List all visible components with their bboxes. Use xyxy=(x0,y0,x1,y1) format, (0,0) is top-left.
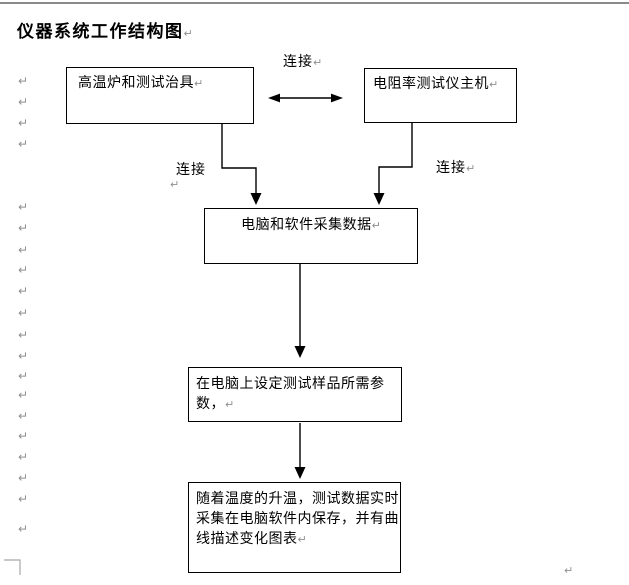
paragraph-mark-icon: ↵ xyxy=(18,369,29,383)
paragraph-mark-icon: ↵ xyxy=(194,77,204,90)
flow-box-params-text: 在电脑上设定测试样品所需参 数， xyxy=(196,376,385,412)
paragraph-mark-icon: ↵ xyxy=(18,388,29,402)
paragraph-mark-icon: ↵ xyxy=(297,533,307,546)
page-title-text: 仪器系统工作结构图 xyxy=(17,22,184,42)
paragraph-mark-icon: ↵ xyxy=(18,74,29,88)
flow-box-collect[interactable]: 电脑和软件采集数据↵ xyxy=(204,208,418,264)
paragraph-mark-icon: ↵ xyxy=(466,162,476,175)
paragraph-mark-icon: ↵ xyxy=(18,349,29,363)
paragraph-mark-icon: ↵ xyxy=(18,137,29,151)
collect-to-params-arrow xyxy=(294,264,306,358)
connect-label-right[interactable]: 连接↵ xyxy=(436,157,475,177)
flow-box-furnace[interactable]: 高温炉和测试治具↵ xyxy=(66,67,254,124)
paragraph-mark-icon: ↵ xyxy=(18,429,29,443)
paragraph-mark-icon: ↵ xyxy=(18,200,29,214)
connect-label-left[interactable]: 连接 xyxy=(176,159,206,179)
paragraph-mark-icon: ↵ xyxy=(18,409,29,423)
flow-box-save[interactable]: 随着温度的升温，测试数据实时 采集在电脑软件内保存，并有曲 线描述变化图表↵ xyxy=(188,482,401,573)
flow-box-params[interactable]: 在电脑上设定测试样品所需参 数，↵ xyxy=(188,367,402,422)
paragraph-mark-icon: ↵ xyxy=(564,564,574,577)
paragraph-mark-icon: ↵ xyxy=(313,56,323,69)
connect-label-top-text: 连接 xyxy=(283,54,313,70)
paragraph-mark-icon: ↵ xyxy=(18,221,29,235)
page-top-border xyxy=(0,2,629,4)
flow-box-collect-text: 电脑和软件采集数据 xyxy=(241,217,372,233)
paragraph-mark-icon: ↵ xyxy=(225,398,235,411)
connect-label-right-text: 连接 xyxy=(436,160,466,176)
margin-corner-mark xyxy=(4,559,21,575)
host-to-collect-connector xyxy=(373,123,413,205)
connect-label-left-text: 连接 xyxy=(176,162,206,178)
paragraph-mark-icon: ↵ xyxy=(18,116,29,130)
paragraph-mark-icon: ↵ xyxy=(18,522,29,536)
paragraph-mark-icon: ↵ xyxy=(18,471,29,485)
double-arrow-connector xyxy=(268,93,343,103)
paragraph-mark-icon: ↵ xyxy=(18,492,29,506)
furnace-to-collect-connector xyxy=(221,124,262,205)
paragraph-mark-icon: ↵ xyxy=(489,78,499,91)
paragraph-mark-icon: ↵ xyxy=(18,284,29,298)
connect-label-top[interactable]: 连接↵ xyxy=(283,51,322,71)
flow-box-save-text: 随着温度的升温，测试数据实时 采集在电脑软件内保存，并有曲 线描述变化图表 xyxy=(196,491,399,547)
flow-box-host[interactable]: 电阻率测试仪主机↵ xyxy=(364,68,517,123)
paragraph-mark-icon: ↵ xyxy=(18,243,29,257)
page-title: 仪器系统工作结构图↵ xyxy=(17,17,193,42)
paragraph-mark-icon: ↵ xyxy=(18,263,29,277)
params-to-save-arrow xyxy=(294,423,306,479)
paragraph-mark-icon: ↵ xyxy=(18,328,29,342)
paragraph-mark-icon: ↵ xyxy=(18,450,29,464)
paragraph-mark-icon: ↵ xyxy=(170,178,180,191)
paragraph-mark-icon: ↵ xyxy=(183,27,193,40)
flow-box-host-text: 电阻率测试仪主机 xyxy=(373,76,489,92)
flow-box-furnace-text: 高温炉和测试治具 xyxy=(78,75,194,91)
paragraph-mark-icon: ↵ xyxy=(371,219,381,232)
paragraph-mark-icon: ↵ xyxy=(18,306,29,320)
paragraph-mark-icon: ↵ xyxy=(18,95,29,109)
